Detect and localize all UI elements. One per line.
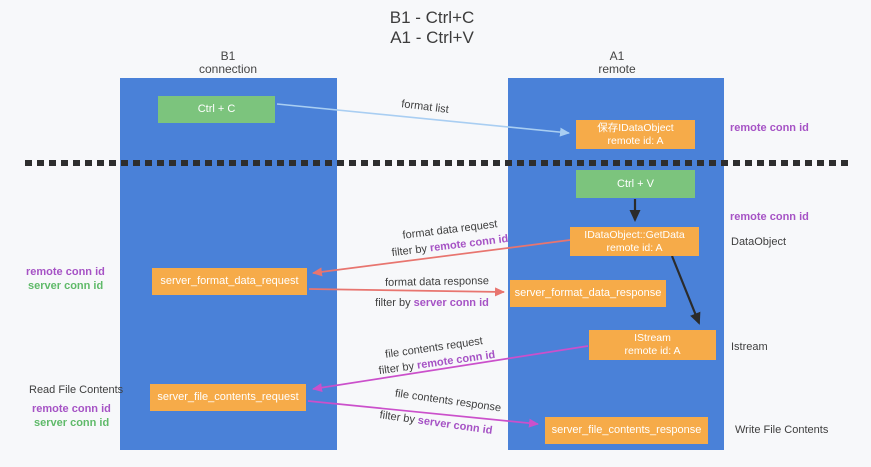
save-idataobject-line1: 保存IDataObject <box>597 121 674 134</box>
lifeline-header-b1: B1 connection <box>199 50 257 76</box>
diagram-title: B1 - Ctrl+C A1 - Ctrl+V <box>390 8 475 48</box>
read-file-contents-label: Read File Contents <box>29 384 124 396</box>
server-file-contents-response-box: server_file_contents_response <box>545 417 708 444</box>
server-format-data-request-label: server_format_data_request <box>160 275 299 287</box>
remote-conn-id-label: remote conn id <box>26 266 105 278</box>
server-format-data-request-box: server_format_data_request <box>152 268 307 295</box>
lifeline-header-a1: A1 remote <box>598 50 635 76</box>
title-line-1: B1 - Ctrl+C <box>389 8 475 27</box>
lifeline-a1-id: A1 <box>609 49 625 63</box>
lifeline-b1-id: B1 <box>220 49 236 63</box>
filter-by-text: filter by <box>375 297 414 309</box>
server-file-contents-request-box: server_file_contents_request <box>150 384 306 411</box>
ctrl-v-box: Ctrl + V <box>576 170 695 198</box>
remote-conn-id-label: remote conn id <box>730 211 809 223</box>
save-idataobject-box: 保存IDataObject remote id: A <box>576 120 695 149</box>
save-idataobject-line2: remote id: A <box>607 134 664 147</box>
file-contents-response-arrow <box>307 400 539 428</box>
getdata-line2: remote id: A <box>606 241 663 254</box>
ctrl-c-box: Ctrl + C <box>158 96 275 123</box>
istream-line2: remote id: A <box>624 345 681 357</box>
server-file-contents-response-label: server_file_contents_response <box>551 424 702 436</box>
format-data-request-arrow <box>312 239 571 277</box>
server-format-data-response-box: server_format_data_response <box>510 280 666 307</box>
istream-label: Istream <box>731 341 768 353</box>
istream-line1: IStream <box>634 332 671 344</box>
lifeline-b1-role: connection <box>198 62 258 76</box>
istream-box: IStream remote id: A <box>589 330 716 360</box>
server-conn-id-label: server conn id <box>34 417 110 429</box>
server-conn-id-label: server conn id <box>28 280 104 292</box>
write-file-contents-label: Write File Contents <box>735 424 829 436</box>
ctrl-v-label: Ctrl + V <box>617 177 654 190</box>
getdata-line1: IDataObject::GetData <box>584 228 685 241</box>
dataobject-label: DataObject <box>731 236 787 248</box>
server-file-contents-request-label: server_file_contents_request <box>157 391 299 403</box>
format-data-response-filter-label: filter by server conn id <box>375 297 489 309</box>
ctrl-c-label: Ctrl + C <box>197 103 236 115</box>
server-format-data-response-label: server_format_data_response <box>514 287 662 299</box>
lifeline-a1-role: remote <box>598 62 636 76</box>
format-list-arrow <box>276 103 570 137</box>
remote-conn-id-label: remote conn id <box>32 403 111 415</box>
remote-conn-id-label: remote conn id <box>730 122 809 134</box>
server-conn-id-key: server conn id <box>413 297 489 309</box>
idataobject-getdata-box: IDataObject::GetData remote id: A <box>570 227 699 256</box>
format-data-response-arrow <box>308 287 505 297</box>
getdata-to-istream-arrow <box>670 255 701 325</box>
file-contents-request-arrow <box>312 345 589 393</box>
format-data-response-label: format data response <box>384 275 490 289</box>
title-line-2: A1 - Ctrl+V <box>390 28 474 47</box>
